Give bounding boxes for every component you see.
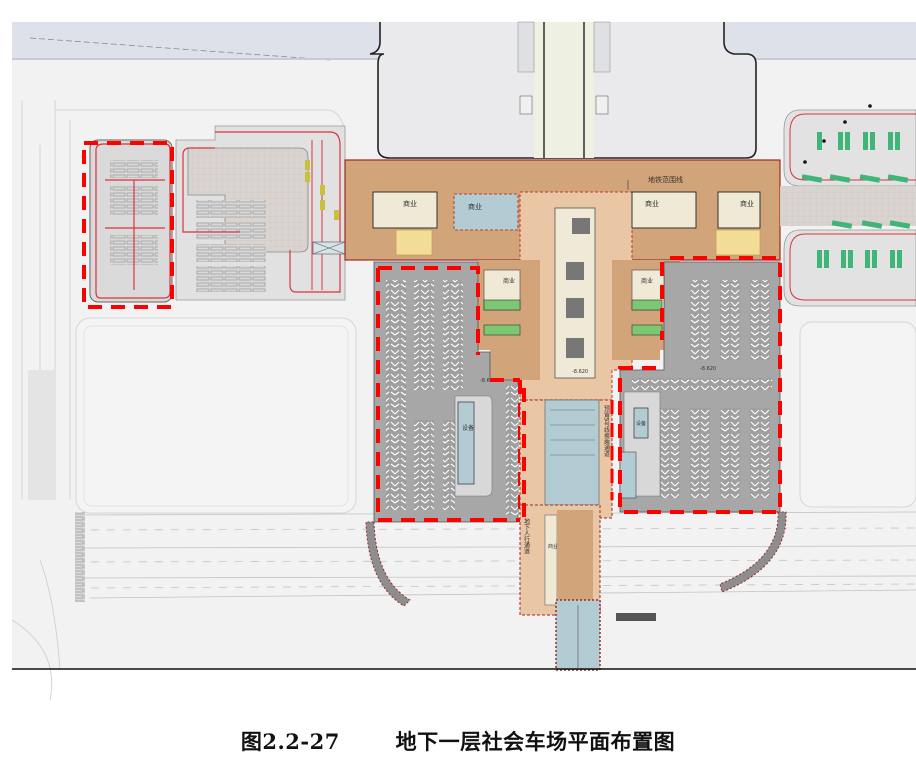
equipment-room-top [453,193,519,231]
bus-terminal [780,104,916,307]
figure-number: 图2.2-27 [240,729,340,754]
left-plot [75,317,357,514]
floor-plan-drawing: 商业 商业 商业 商业 地铁范围线 商业 设备 -8.620 [11,21,916,700]
svg-text:商业: 商业 [740,199,754,208]
equipment-room-west [457,401,475,485]
svg-text:商业: 商业 [468,202,482,211]
commercial-blocks [372,191,761,231]
svg-text:地铁范围线: 地铁范围线 [648,175,683,184]
left-road-strip [28,370,56,500]
middle-parking-lot [175,125,346,301]
svg-text:地下人行通道: 地下人行通道 [523,517,530,555]
svg-text:-8.620: -8.620 [700,366,716,372]
central-concourse: 商业 商业 商业 商业 地铁范围线 [344,159,781,401]
svg-text:商业: 商业 [403,199,417,208]
svg-text:商业: 商业 [641,277,653,285]
right-plot [799,321,916,508]
east-garage: 商业 设备 -8.620 [618,256,782,514]
ramps [365,511,787,607]
svg-text:设备: 设备 [462,424,474,432]
east-garage-highlight [618,256,782,514]
equipment-room-east [633,407,649,439]
scale-note [616,613,656,621]
west-garage: 商业 设备 -8.620 [373,261,522,523]
left-parking-lot [82,139,174,309]
station-building [369,21,757,159]
south-corridor: -8.620 -8.620 预留5号线换乘通道 商业 地下人行通道 [519,369,614,671]
figure-title: 地下一层社会车场平面布置图 [395,729,676,754]
svg-text:-8.620: -8.620 [572,369,588,375]
equipment-block [544,399,600,506]
svg-text:商业: 商业 [503,277,515,285]
svg-text:预留5号线换乘通道: 预留5号线换乘通道 [603,404,610,458]
left-lot-highlight [82,141,174,309]
crosswalk [75,512,85,602]
svg-text:商业: 商业 [645,199,659,208]
svg-text:-8.620: -8.620 [480,378,496,384]
figure-caption: 图2.2-27 地下一层社会车场平面布置图 [0,726,916,756]
svg-text:商业: 商业 [548,543,558,550]
svg-text:设备: 设备 [636,420,646,427]
